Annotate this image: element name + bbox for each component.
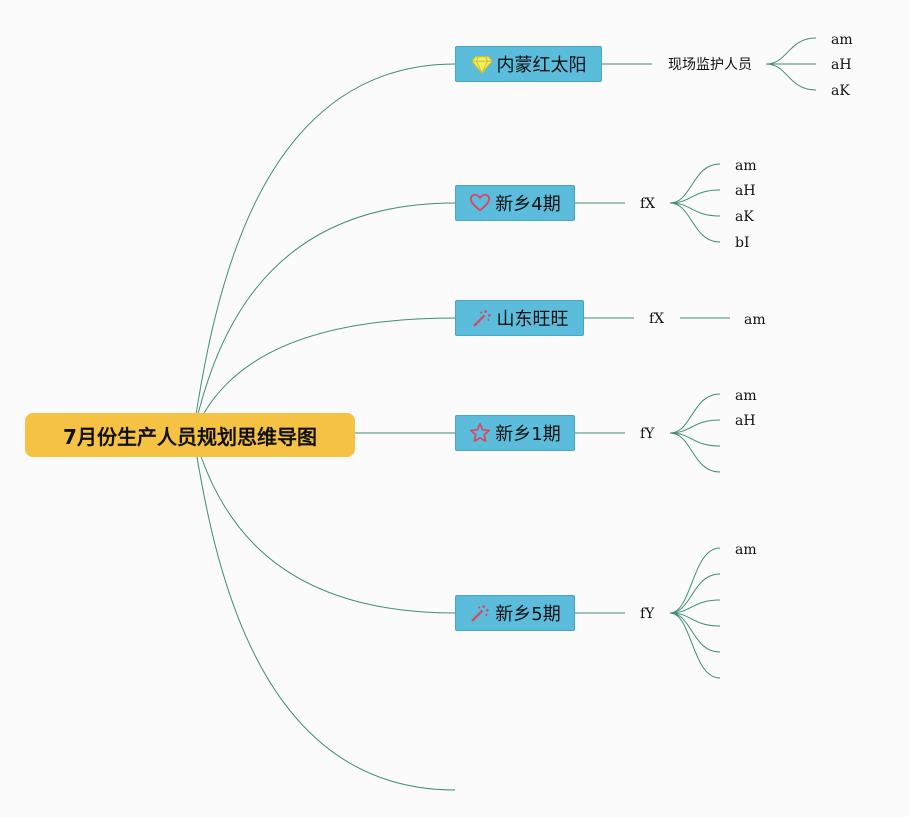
root-connector xyxy=(192,432,456,614)
branch-node-5[interactable]: 新乡5期 xyxy=(455,595,575,631)
leaf-connector xyxy=(669,419,721,434)
leaf-connector xyxy=(669,163,721,204)
sub-node-4[interactable]: fY xyxy=(640,426,655,442)
leaf-node[interactable]: am xyxy=(735,542,757,558)
leaf-node[interactable]: aH xyxy=(735,183,756,199)
leaf-node[interactable]: aK xyxy=(735,209,754,225)
branch-node-3-label: 山东旺旺 xyxy=(496,309,569,330)
branch-node-3[interactable]: 山东旺旺 xyxy=(455,300,584,336)
leaf-connector xyxy=(669,612,721,653)
leaf-connector xyxy=(669,547,721,614)
branch-node-2[interactable]: 新乡4期 xyxy=(455,185,575,221)
root-node[interactable]: 7月份生产人员规划思维导图 xyxy=(25,413,355,457)
root-connector xyxy=(192,202,456,434)
sub-node-1[interactable]: 现场监护人员 xyxy=(668,57,752,73)
branch-node-4-label: 新乡1期 xyxy=(495,424,561,445)
branch-node-1-label: 内蒙红太阳 xyxy=(496,55,587,76)
diamond-icon xyxy=(470,53,493,75)
root-connector xyxy=(192,63,456,434)
leaf-connector xyxy=(765,37,817,65)
leaf-node[interactable]: aK xyxy=(831,83,850,99)
leaf-node[interactable]: am xyxy=(735,388,757,404)
leaf-node[interactable]: am xyxy=(831,32,853,48)
sub-node-3[interactable]: fX xyxy=(649,311,665,327)
branch-node-2-label: 新乡4期 xyxy=(495,194,561,215)
leaf-node[interactable]: bI xyxy=(735,235,750,251)
heart-icon xyxy=(469,192,491,214)
root-connector xyxy=(192,432,456,791)
leaf-connector xyxy=(669,573,721,614)
star-icon xyxy=(469,422,491,444)
magic-wand-icon xyxy=(469,602,491,624)
sub-node-5[interactable]: fY xyxy=(640,606,655,622)
branch-node-5-label: 新乡5期 xyxy=(495,604,561,625)
leaf-connector xyxy=(669,202,721,243)
leaf-connector xyxy=(669,612,721,679)
root-node-label: 7月份生产人员规划思维导图 xyxy=(63,424,317,449)
leaf-connector xyxy=(765,63,817,91)
leaf-node[interactable]: aH xyxy=(831,57,852,73)
leaf-connector xyxy=(669,393,721,434)
leaf-connector xyxy=(669,189,721,204)
magic-wand-icon xyxy=(471,307,493,329)
branch-node-1[interactable]: 内蒙红太阳 xyxy=(455,46,602,82)
leaf-node[interactable]: am xyxy=(735,158,757,174)
sub-node-2[interactable]: fX xyxy=(640,196,656,212)
branch-node-4[interactable]: 新乡1期 xyxy=(455,415,575,451)
leaf-node[interactable]: am xyxy=(744,312,766,328)
leaf-connector xyxy=(669,432,721,473)
leaf-node[interactable]: aH xyxy=(735,413,756,429)
leaf-connector xyxy=(669,599,721,614)
